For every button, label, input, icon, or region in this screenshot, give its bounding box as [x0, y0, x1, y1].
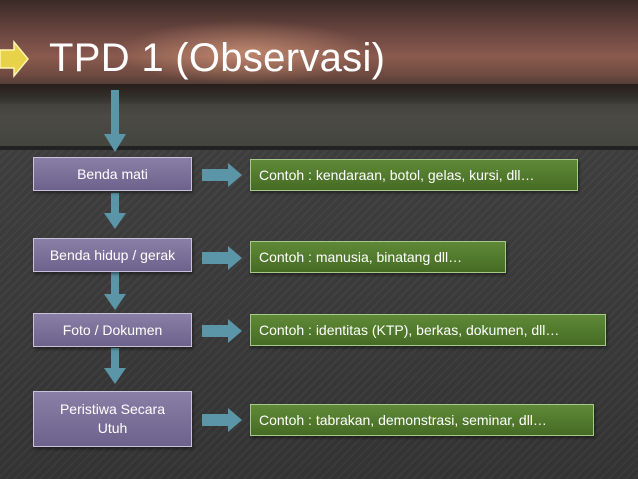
right-block-arrow-icon — [202, 163, 242, 187]
example-foto-dokumen: Contoh : identitas (KTP), berkas, dokume… — [250, 314, 606, 346]
down-arrow-icon — [104, 193, 126, 229]
down-arrow-icon — [104, 272, 126, 310]
example-benda-mati: Contoh : kendaraan, botol, gelas, kursi,… — [250, 159, 578, 191]
example-benda-hidup: Contoh : manusia, binatang dll… — [250, 241, 506, 273]
right-block-arrow-icon — [202, 246, 242, 270]
right-block-arrow-icon — [202, 319, 242, 343]
node-foto-dokumen: Foto / Dokumen — [33, 313, 192, 347]
node-benda-mati: Benda mati — [33, 157, 192, 191]
sunset-banner-image — [0, 0, 638, 150]
node-benda-hidup: Benda hidup / gerak — [33, 238, 192, 272]
shoreline — [0, 84, 638, 104]
right-block-arrow-icon — [202, 408, 242, 432]
example-peristiwa: Contoh : tabrakan, demonstrasi, seminar,… — [250, 404, 594, 436]
banner-edge — [0, 146, 638, 150]
right-arrow-icon — [0, 40, 29, 78]
down-arrow-icon — [104, 90, 126, 152]
page-title: TPD 1 (Observasi) — [49, 36, 386, 80]
down-arrow-icon — [104, 348, 126, 384]
node-peristiwa: Peristiwa Secara Utuh — [33, 391, 192, 447]
